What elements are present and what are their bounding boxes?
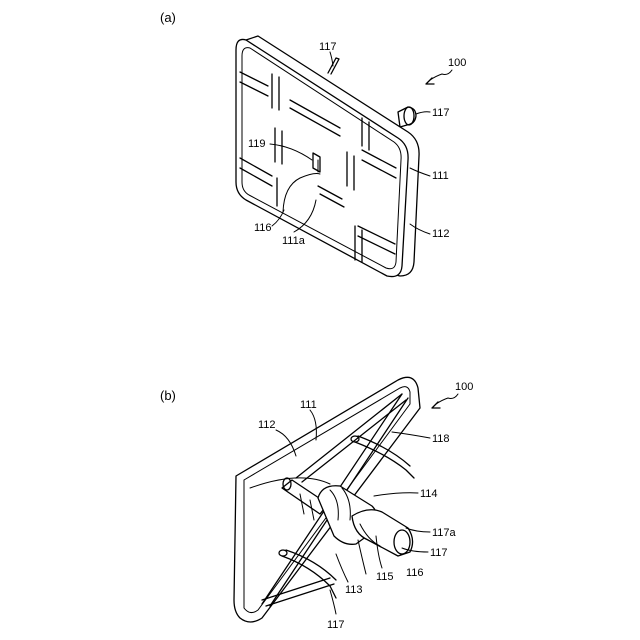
panel-b-label-112: 112 — [258, 419, 276, 431]
panel-b: (b) — [160, 377, 473, 631]
panel-a-label-119: 119 — [248, 138, 266, 150]
panel-b-label-117-right: 117 — [430, 547, 448, 559]
panel-b-label-114: 114 — [420, 488, 438, 500]
panel-a-label-117-top: 117 — [319, 41, 337, 53]
panel-b-label-111: 111 — [300, 399, 317, 411]
panel-b-label-116: 116 — [406, 567, 424, 579]
panel-a-label-112: 112 — [432, 228, 450, 240]
panel-b-label-117-bottom: 117 — [327, 619, 345, 631]
panel-a-label-116: 116 — [254, 222, 272, 234]
panel-b-label-117a: 117a — [432, 527, 457, 539]
panel-a-caption: (a) — [160, 10, 176, 25]
panel-a-face-111 — [236, 39, 408, 276]
panel-a-label-111: 111 — [432, 170, 449, 182]
panel-b-label-118: 118 — [432, 433, 450, 445]
panel-a-pin-right — [398, 107, 416, 127]
panel-a-label-111a: 111a — [282, 235, 306, 247]
panel-a-label-117-right: 117 — [432, 107, 450, 119]
panel-a-label-100: 100 — [448, 57, 466, 69]
panel-b-label-100: 100 — [455, 381, 473, 393]
panel-b-caption: (b) — [160, 388, 176, 403]
panel-b-label-113: 113 — [345, 584, 363, 596]
panel-a-hole-119 — [313, 153, 320, 172]
panel-a: (a) — [160, 10, 466, 277]
panel-b-label-115: 115 — [376, 571, 394, 583]
